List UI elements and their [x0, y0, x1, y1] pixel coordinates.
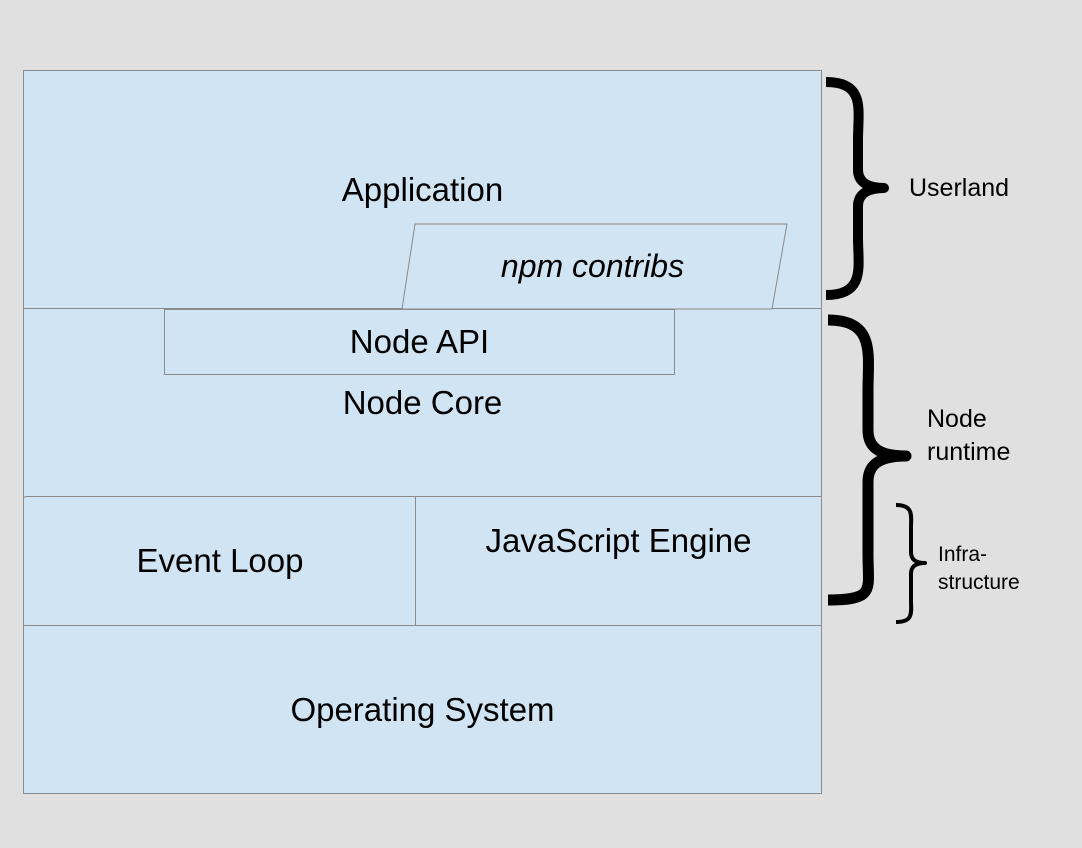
npm-contribs-label: npm contribs	[500, 248, 685, 284]
operating-system-layer	[23, 625, 822, 794]
infrastructure-brace	[895, 503, 927, 624]
npm-contribs-box	[401, 223, 788, 310]
application-label: Application	[341, 171, 504, 208]
event-loop-label: Event Loop	[136, 542, 304, 579]
node-api-label: Node API	[349, 323, 490, 360]
userland-brace	[825, 77, 889, 300]
infrastructure-label: Infra- structure	[938, 543, 1020, 594]
node-runtime-label: Node runtime	[927, 405, 1011, 466]
userland-label: Userland	[909, 174, 1010, 202]
operating-system-label: Operating System	[290, 691, 555, 728]
node-core-label: Node Core	[342, 384, 503, 421]
node-runtime-brace	[827, 314, 912, 606]
javascript-engine-layer	[415, 496, 822, 627]
javascript-engine-label: JavaScript Engine	[485, 522, 752, 559]
